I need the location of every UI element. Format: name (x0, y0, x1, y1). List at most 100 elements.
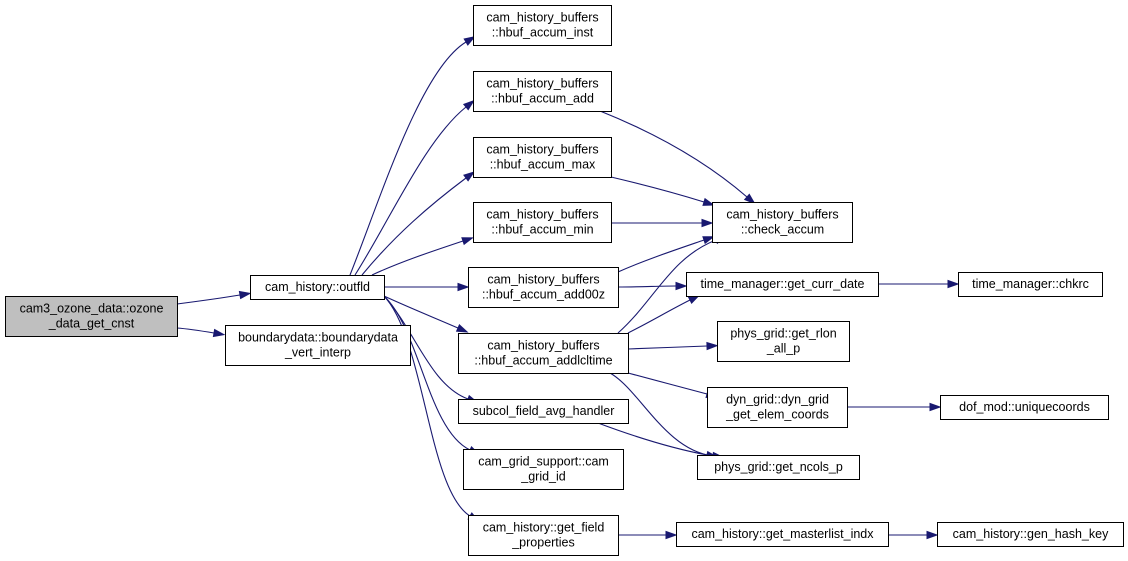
arrowhead (461, 237, 474, 246)
edge-time-manager-get-curr-date-to-time-manager-chkrc (878, 279, 960, 289)
node-box (937, 522, 1124, 547)
arrowhead (463, 171, 476, 182)
edge-line (609, 372, 714, 457)
node-label-line: cam_history_buffers (486, 11, 598, 25)
node-cam-history-outfld[interactable]: cam_history::outfld (250, 275, 385, 300)
arrowhead (702, 236, 715, 245)
node-cam-history-buffers-hbuf-accum-max[interactable]: cam_history_buffers::hbuf_accum_max (473, 137, 612, 178)
edge-cam-history-buffers-hbuf-accum-addlcltime-to-dyn-grid-dyn-grid-get-elem-coords (627, 372, 719, 398)
node-label-line: _properties (511, 536, 575, 550)
node-cam-grid-support-cam-grid-id[interactable]: cam_grid_support::cam_grid_id (463, 449, 624, 490)
node-label-line: cam_history_buffers (487, 273, 599, 287)
node-dyn-grid-dyn-grid-get-elem-coords[interactable]: dyn_grid::dyn_grid_get_elem_coords (707, 387, 848, 428)
arrowhead (929, 402, 942, 412)
node-label-line: cam_history_buffers (486, 208, 598, 222)
node-label-line: _all_p (766, 342, 800, 356)
arrowhead (462, 99, 475, 111)
node-label-line: ::hbuf_accum_max (490, 158, 596, 172)
node-cam-history-buffers-hbuf-accum-add[interactable]: cam_history_buffers::hbuf_accum_add (473, 71, 612, 112)
node-label-line: time_manager::chkrc (972, 277, 1089, 291)
node-label-line: dof_mod::uniquecoords (959, 400, 1090, 414)
arrowhead (212, 328, 226, 338)
arrowhead (947, 279, 960, 289)
edge-line (617, 239, 717, 334)
node-cam-history-buffers-hbuf-accum-min[interactable]: cam_history_buffers::hbuf_accum_min (473, 202, 612, 243)
edge-cam-history-buffers-hbuf-accum-add-to-cam-history-buffers-check-accum (599, 110, 756, 205)
node-box (473, 202, 612, 243)
edge-cam-history-outfld-to-cam-history-buffers-hbuf-accum-addlcltime (383, 295, 469, 333)
edge-cam-history-get-masterlist-indx-to-cam-history-gen-hash-key (888, 530, 939, 540)
node-phys-grid-get-rlon-all-p[interactable]: phys_grid::get_rlon_all_p (717, 321, 850, 362)
node-cam-history-buffers-check-accum[interactable]: cam_history_buffers::check_accum (712, 202, 853, 243)
node-box (686, 272, 879, 297)
node-box (473, 71, 612, 112)
node-box (717, 321, 850, 362)
edge-line (627, 372, 708, 395)
edges (176, 36, 960, 540)
node-boundarydata-boundarydata-vert-interp[interactable]: boundarydata::boundarydata_vert_interp (225, 325, 411, 366)
edge-line (627, 299, 691, 334)
node-label-line: _grid_id (520, 470, 566, 484)
node-phys-grid-get-ncols-p[interactable]: phys_grid::get_ncols_p (697, 455, 860, 480)
node-box (463, 449, 624, 490)
node-label-line: time_manager::get_curr_date (701, 277, 865, 291)
node-cam-history-buffers-hbuf-accum-inst[interactable]: cam_history_buffers::hbuf_accum_inst (473, 5, 612, 46)
node-cam-history-get-masterlist-indx[interactable]: cam_history::get_masterlist_indx (676, 522, 889, 547)
edge-line (617, 285, 677, 288)
node-cam-history-buffers-hbuf-accum-add00z[interactable]: cam_history_buffers::hbuf_accum_add00z (468, 267, 619, 308)
edge-cam-history-buffers-hbuf-accum-addlcltime-to-phys-grid-get-rlon-all-p (627, 341, 719, 351)
node-box (250, 275, 385, 300)
node-label-line: cam_history::gen_hash_key (953, 527, 1109, 541)
edge-line (383, 295, 471, 517)
node-time-manager-get-curr-date[interactable]: time_manager::get_curr_date (686, 272, 879, 297)
edge-cam3-ozone-data-ozone-data-get-cnst-to-boundarydata-boundarydata-vert-interp (176, 327, 226, 338)
edge-cam-history-outfld-to-cam-history-buffers-hbuf-accum-max (361, 171, 476, 276)
edge-line (610, 176, 705, 203)
node-label-line: _get_elem_coords (725, 408, 829, 422)
node-label-line: ::hbuf_accum_add00z (482, 288, 605, 302)
node-box (697, 455, 860, 480)
node-label-line: phys_grid::get_rlon (730, 327, 836, 341)
edge-line (617, 239, 705, 273)
node-label-line: ::hbuf_accum_addlcltime (474, 354, 612, 368)
node-label-line: cam3_ozone_data::ozone (20, 302, 164, 316)
edge-line (383, 295, 459, 329)
edge-cam-history-buffers-hbuf-accum-addlcltime-to-time-manager-get-curr-date (627, 294, 701, 334)
arrowhead (457, 282, 470, 292)
node-box (473, 137, 612, 178)
node-time-manager-chkrc[interactable]: time_manager::chkrc (958, 272, 1103, 297)
arrowhead (926, 530, 939, 540)
node-label-line: ::hbuf_accum_inst (492, 26, 594, 40)
node-cam-history-get-field-properties[interactable]: cam_history::get_field_properties (468, 515, 619, 556)
edge-cam-history-outfld-to-cam-history-buffers-hbuf-accum-add00z (384, 282, 470, 292)
node-box (225, 325, 411, 366)
nodes: cam3_ozone_data::ozone_data_get_cnstcam_… (5, 5, 1124, 556)
node-box (468, 267, 619, 308)
node-label-line: dyn_grid::dyn_grid (726, 393, 829, 407)
edge-line (627, 345, 708, 350)
node-box (458, 333, 629, 374)
node-label-line: cam_history_buffers (486, 77, 598, 91)
edge-line (361, 177, 467, 276)
node-cam-history-gen-hash-key[interactable]: cam_history::gen_hash_key (937, 522, 1124, 547)
node-cam-history-buffers-hbuf-accum-addlcltime[interactable]: cam_history_buffers::hbuf_accum_addlclti… (458, 333, 629, 374)
node-label-line: _data_get_cnst (48, 317, 135, 331)
edge-line (176, 294, 241, 305)
arrowhead (675, 281, 688, 291)
node-box (458, 399, 629, 424)
edge-cam-history-outfld-to-cam-history-buffers-hbuf-accum-inst (349, 36, 476, 276)
node-subcol-field-avg-handler[interactable]: subcol_field_avg_handler (458, 399, 629, 424)
node-label-line: cam_history_buffers (487, 339, 599, 353)
node-label-line: cam_history_buffers (726, 208, 838, 222)
node-label-line: ::hbuf_accum_add (491, 92, 594, 106)
node-box (712, 202, 853, 243)
node-box (958, 272, 1103, 297)
node-cam3-ozone-data-ozone-data-get-cnst[interactable]: cam3_ozone_data::ozone_data_get_cnst (5, 296, 178, 337)
node-dof-mod-uniquecoords[interactable]: dof_mod::uniquecoords (940, 395, 1109, 420)
edge-cam-history-outfld-to-cam-history-buffers-hbuf-accum-add (354, 99, 475, 276)
edge-cam-history-outfld-to-cam-history-buffers-hbuf-accum-min (371, 237, 474, 276)
edge-line (597, 422, 708, 456)
node-box (473, 5, 612, 46)
node-box (676, 522, 889, 547)
